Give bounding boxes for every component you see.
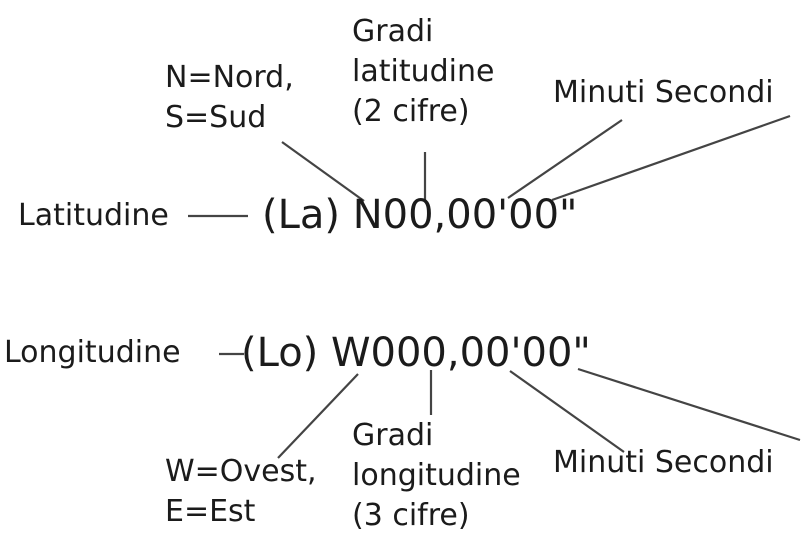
longitude-degrees-line-3: (3 cifre) bbox=[352, 498, 470, 533]
longitude-hemisphere-note: W=Ovest, E=Est bbox=[165, 452, 317, 532]
longitude-degrees-line-2: longitudine bbox=[352, 458, 521, 493]
latitude-label: Latitudine bbox=[18, 198, 169, 233]
latitude-code: (La) N00,00'00" bbox=[262, 192, 578, 238]
latitude-hemisphere-line-2: S=Sud bbox=[165, 100, 267, 135]
longitude-degrees-note: Gradi longitudine (3 cifre) bbox=[352, 416, 521, 536]
latitude-degrees-line-2: latitudine bbox=[352, 54, 495, 89]
latitude-hemisphere-line-1: N=Nord, bbox=[165, 60, 294, 95]
lon-seconds-leader bbox=[577, 367, 801, 442]
latitude-minutes-seconds: Minuti Secondi bbox=[553, 75, 774, 110]
latitude-degrees-note: Gradi latitudine (2 cifre) bbox=[352, 12, 494, 132]
latitude-hemisphere-note: N=Nord, S=Sud bbox=[165, 58, 294, 138]
lon-minutes-leader bbox=[509, 370, 625, 453]
lat-seconds-leader bbox=[551, 114, 791, 202]
longitude-label: Longitudine bbox=[4, 335, 181, 370]
lat-minutes-leader bbox=[507, 119, 623, 199]
latitude-degrees-line-1: Gradi bbox=[352, 14, 434, 49]
lat-hemisphere-leader bbox=[281, 141, 365, 202]
longitude-minutes-seconds: Minuti Secondi bbox=[553, 445, 774, 480]
longitude-hemisphere-line-2: E=Est bbox=[165, 494, 256, 529]
lon-hemisphere-leader bbox=[277, 373, 359, 459]
longitude-degrees-line-1: Gradi bbox=[352, 418, 434, 453]
latitude-degrees-line-3: (2 cifre) bbox=[352, 94, 470, 129]
longitude-code: (Lo) W000,00'00" bbox=[241, 330, 591, 376]
longitude-hemisphere-line-1: W=Ovest, bbox=[165, 454, 317, 489]
